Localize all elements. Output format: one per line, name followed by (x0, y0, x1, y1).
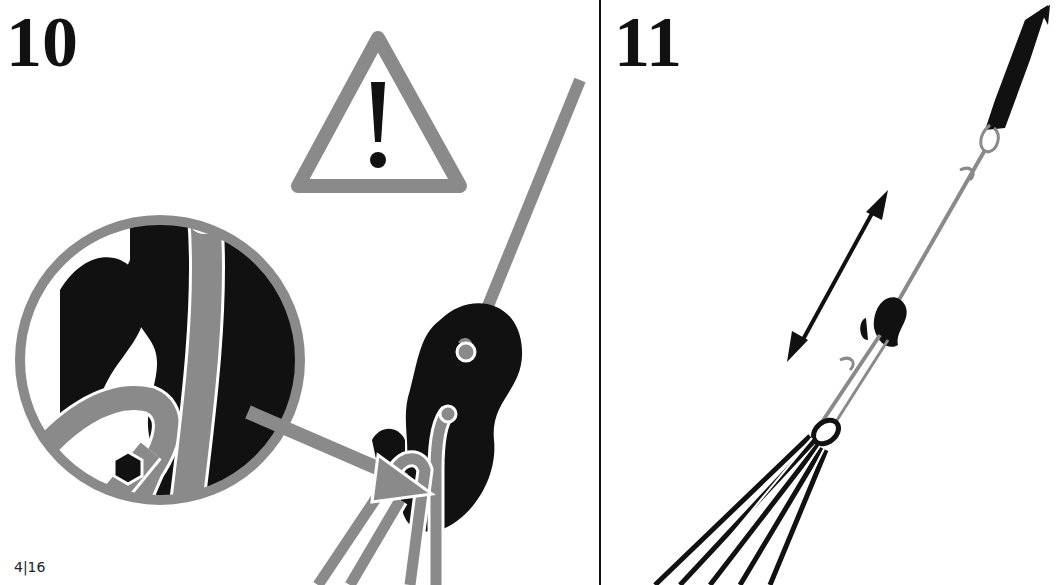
page-number: 4|16 (14, 560, 45, 574)
magnified-detail (20, 180, 432, 560)
step-number: 11 (614, 6, 682, 78)
rope-cleat-detail (318, 80, 580, 585)
hammock-adjustment (655, 5, 1050, 585)
step-number: 10 (6, 6, 78, 78)
warning-symbol (298, 38, 460, 186)
panel-divider (599, 0, 601, 585)
